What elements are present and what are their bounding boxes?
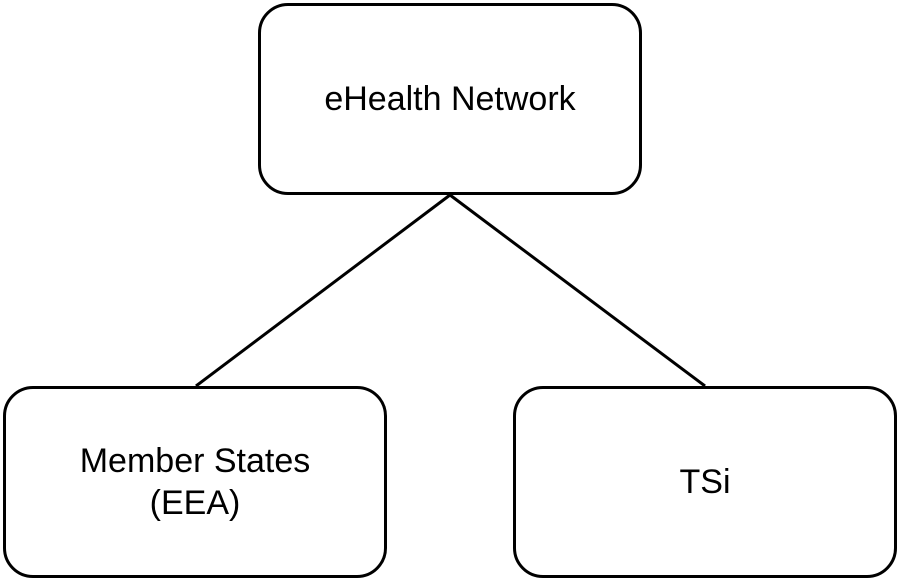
member-states-label-line2: (EEA) — [149, 484, 241, 522]
tsi-label: TSi — [679, 463, 731, 501]
connector-root-to-member-states — [195, 193, 451, 388]
ehealth-network-node: eHealth Network — [258, 3, 642, 195]
member-states-label-line1: Member States — [79, 442, 311, 480]
ehealth-network-label: eHealth Network — [324, 80, 576, 118]
tsi-node: TSi — [513, 386, 897, 578]
member-states-node: Member States (EEA) — [3, 386, 387, 578]
member-states-label: Member States (EEA) — [80, 440, 311, 524]
connector-root-to-tsi — [449, 193, 706, 388]
